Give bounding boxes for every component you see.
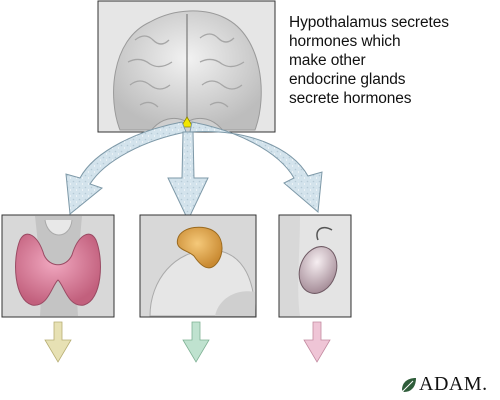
arrow-to-thyroid bbox=[65, 121, 187, 215]
arrow-to-adrenal bbox=[167, 131, 209, 222]
caption-line: endocrine glands bbox=[289, 71, 406, 88]
leaf-icon bbox=[402, 378, 416, 392]
caption-text: Hypothalamus secretes hormones which mak… bbox=[289, 13, 494, 108]
output-arrows bbox=[44, 321, 331, 363]
caption-line: Hypothalamus secretes bbox=[289, 14, 449, 31]
caption-line: make other bbox=[289, 52, 366, 69]
adam-logo: ADAM. bbox=[400, 372, 496, 396]
arrow-to-ovary bbox=[189, 121, 323, 214]
adrenal-panel bbox=[139, 214, 257, 318]
ovary-icon bbox=[298, 246, 338, 294]
adrenal-icon bbox=[176, 226, 223, 269]
logo-text: ADAM. bbox=[419, 373, 488, 395]
caption-line: hormones which bbox=[289, 33, 401, 50]
caption-line: secrete hormones bbox=[289, 90, 412, 107]
thyroid-output-arrow bbox=[44, 321, 72, 363]
adrenal-output-arrow bbox=[182, 321, 210, 363]
hypothalamus-marker bbox=[180, 116, 194, 128]
ovary-output-arrow bbox=[303, 321, 331, 363]
thyroid-panel bbox=[1, 214, 115, 318]
hormone-arrows bbox=[65, 121, 323, 222]
thyroid-icon bbox=[15, 233, 101, 306]
ovary-panel bbox=[278, 214, 352, 318]
brain-panel bbox=[97, 0, 276, 133]
